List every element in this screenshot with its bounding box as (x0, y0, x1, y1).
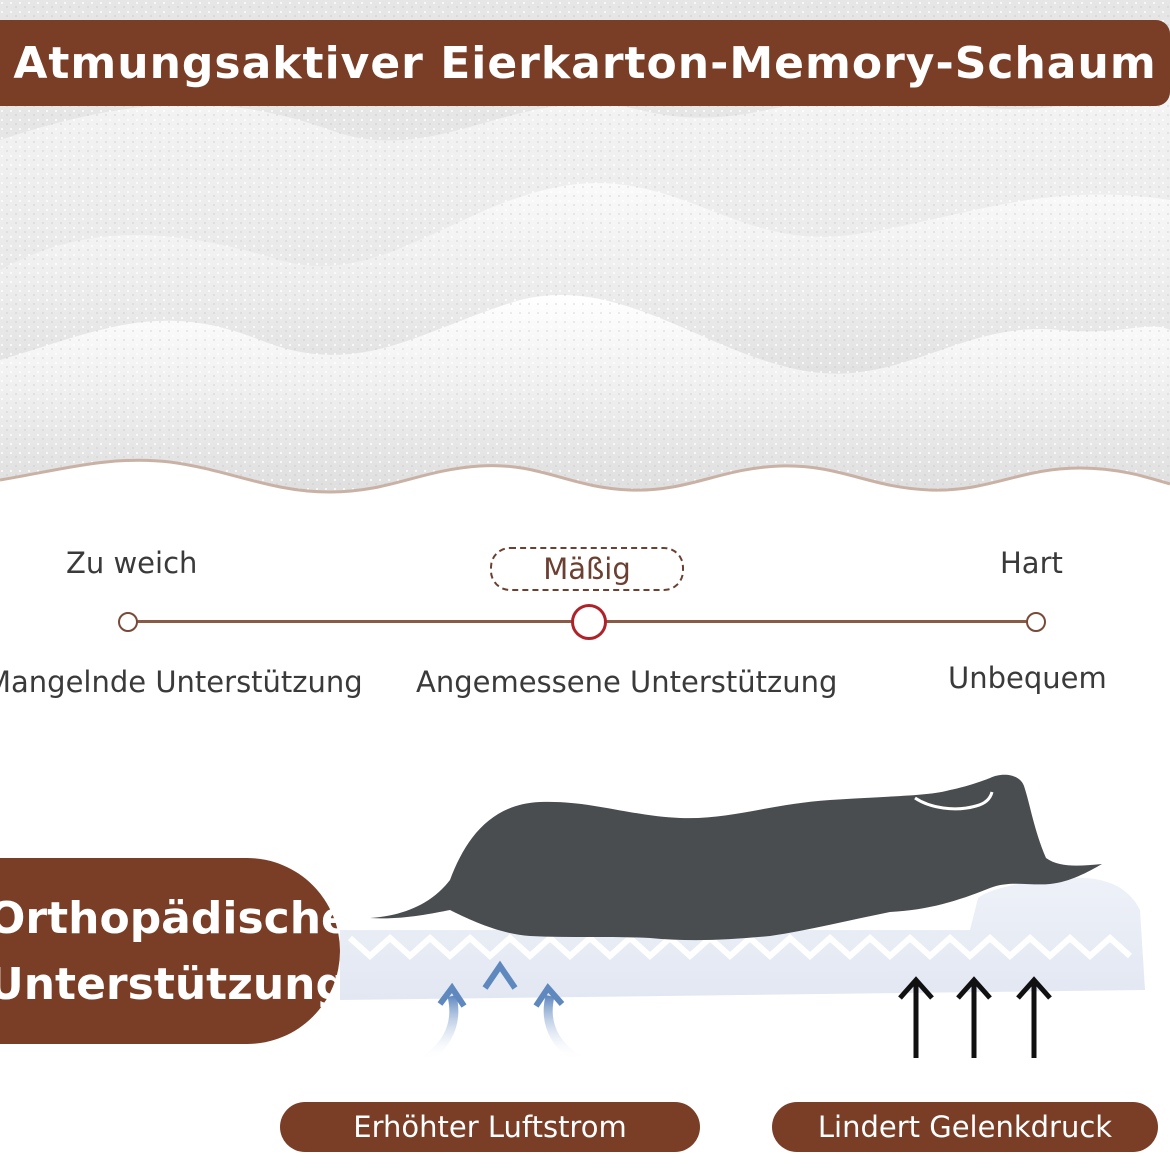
airflow-arrow-left (422, 994, 459, 1064)
scale-label-moderate: Mäßig (543, 552, 631, 586)
scale-desc-hard: Unbequem (948, 661, 1107, 695)
scale-dot-moderate-selected (571, 604, 607, 640)
orthopedic-label: Orthopädische Unterstützung (0, 886, 351, 1018)
scale-desc-soft: Mangelnde Unterstützung (0, 665, 363, 699)
foam-slab (340, 877, 1145, 1000)
scale-dot-soft (118, 612, 138, 632)
orthopedic-banner (0, 858, 340, 1044)
airflow-arrowhead-up (482, 960, 518, 990)
airflow-badge-label: Erhöhter Luftstrom (353, 1110, 627, 1144)
scale-label-hard: Hart (1000, 546, 1063, 580)
joint-relief-badge-label: Lindert Gelenkdruck (817, 1110, 1113, 1144)
title-banner: Atmungsaktiver Eierkarton-Memory-Schaum (0, 20, 1170, 106)
egg-crate-pattern (347, 933, 1133, 961)
airflow-badge: Erhöhter Luftstrom (280, 1102, 700, 1152)
pressure-arrow-1 (898, 976, 934, 1058)
dog-silhouette (370, 774, 1102, 941)
scale-label-moderate-box: Mäßig (490, 547, 684, 591)
dog-on-foam-illustration (340, 774, 1145, 1064)
scale-desc-moderate: Angemessene Unterstützung (416, 665, 838, 699)
joint-relief-badge: Lindert Gelenkdruck (772, 1102, 1158, 1152)
airflow-arrow-right (543, 994, 583, 1064)
airflow-arrowhead-left (437, 982, 467, 1008)
dog-ear (914, 791, 994, 811)
scale-dot-hard (1026, 612, 1046, 632)
title: Atmungsaktiver Eierkarton-Memory-Schaum (13, 37, 1157, 89)
pressure-arrow-3 (1016, 976, 1052, 1058)
orthopedic-label-line2: Unterstützung (0, 959, 347, 1010)
orthopedic-label-line1: Orthopädische (0, 893, 351, 944)
scale-label-soft: Zu weich (66, 546, 198, 580)
pressure-arrow-2 (956, 976, 992, 1058)
airflow-arrowhead-right (533, 983, 565, 1008)
